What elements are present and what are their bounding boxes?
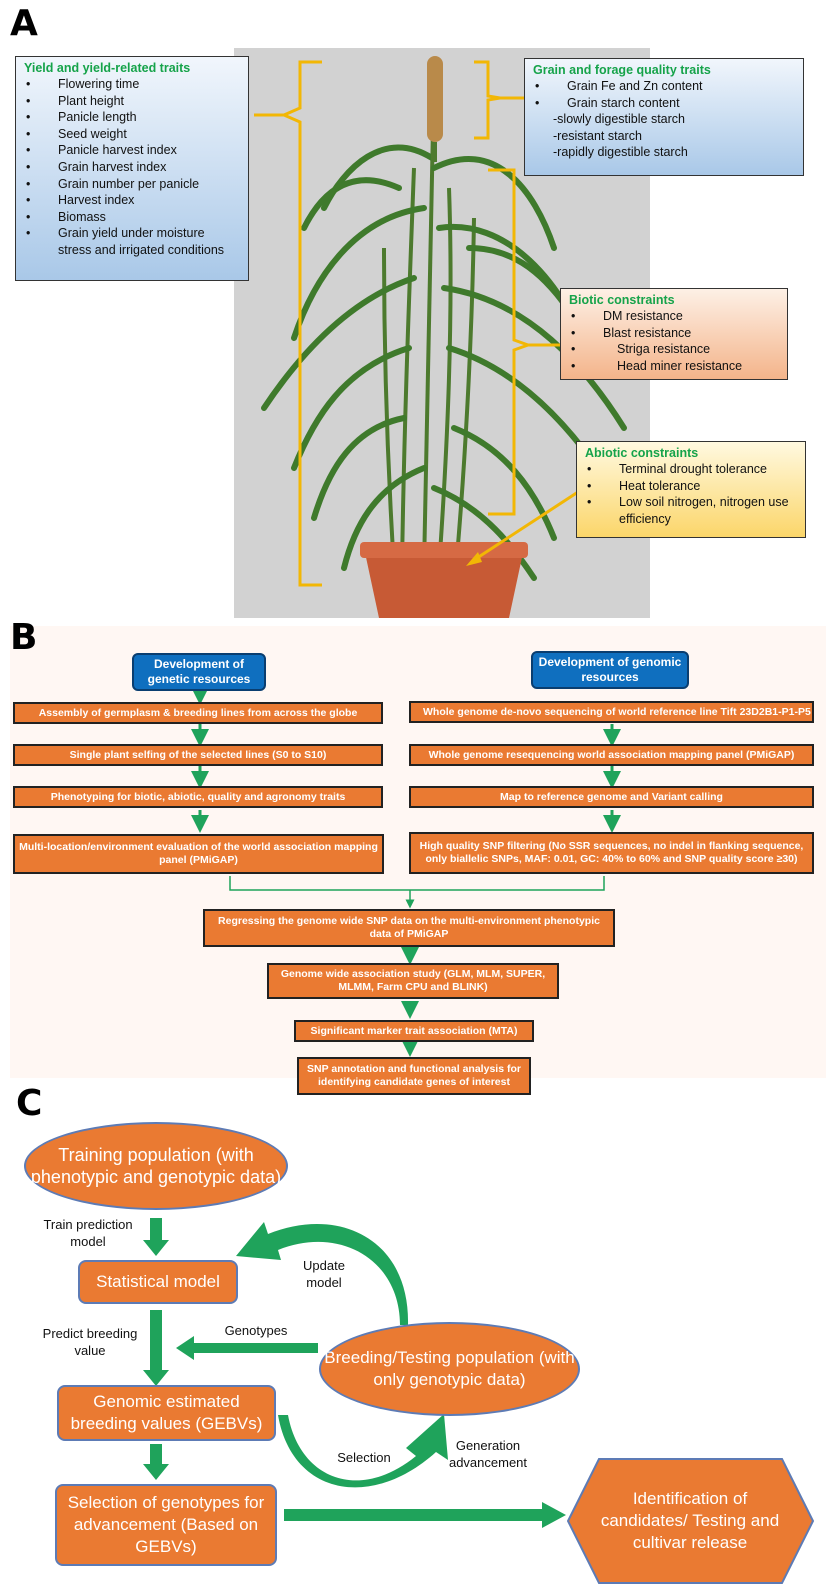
abiotic-constraints-box: Abiotic constraints Terminal drought tol… (576, 441, 806, 538)
statistical-model-box: Statistical model (78, 1260, 238, 1304)
genotypes-label: Genotypes (224, 1323, 288, 1338)
identification-hexagon (567, 1458, 815, 1584)
yield-traits-title: Yield and yield-related traits (24, 61, 191, 75)
merge-step-gwas: Genome wide association study (GLM, MLM,… (267, 963, 559, 999)
genomic-step-variant-calling: Map to reference genome and Variant call… (409, 786, 814, 808)
yield-trait-item: Panicle length (26, 109, 240, 126)
quality-subitem: -resistant starch (553, 128, 642, 143)
genotype-selection-box: Selection of genotypes for advancement (… (55, 1484, 277, 1566)
merge-step-mta: Significant marker trait association (MT… (294, 1020, 534, 1042)
genetic-resources-header: Development of genetic resources (132, 653, 266, 691)
quality-traits-title: Grain and forage quality traits (533, 63, 711, 77)
merge-step-annotation: SNP annotation and functional analysis f… (297, 1057, 531, 1095)
yield-trait-item: Biomass (26, 209, 240, 226)
genetic-step-selfing: Single plant selfing of the selected lin… (13, 744, 383, 766)
genomic-resources-header: Development of genomic resources (531, 651, 689, 689)
abiotic-item: Terminal drought tolerance (587, 461, 797, 478)
quality-traits-box: Grain and forage quality traits Grain Fe… (524, 58, 804, 176)
abiotic-title: Abiotic constraints (585, 446, 699, 460)
quality-subitem: -slowly digestible starch (553, 112, 685, 127)
panel-a-brackets (254, 60, 579, 587)
genomic-step-snp-filtering: High quality SNP filtering (No SSR seque… (409, 832, 814, 874)
gebv-box: Genomic estimated breeding values (GEBVs… (57, 1385, 276, 1441)
biotic-constraints-box: Biotic constraints DM resistance Blast r… (560, 288, 788, 380)
yield-trait-item: Panicle harvest index (26, 142, 240, 159)
genomic-step-resequencing: Whole genome resequencing world associat… (409, 744, 814, 766)
training-population-ellipse: Training population (with phenotypic and… (24, 1122, 288, 1210)
genetic-step-evaluation: Multi-location/environment evaluation of… (13, 834, 384, 874)
quality-trait-item: Grain Fe and Zn content (535, 78, 795, 95)
update-model-label: Update model (303, 1258, 345, 1290)
generation-advancement-label: Generation advancement (448, 1438, 528, 1470)
genomic-step-denovo: Whole genome de-novo sequencing of world… (409, 701, 814, 723)
yield-trait-item: Flowering time (26, 76, 240, 93)
panel-b-arrows (191, 684, 621, 1057)
yield-trait-item: Harvest index (26, 192, 240, 209)
yield-trait-item: Grain yield under moisture stress and ir… (26, 225, 240, 258)
biotic-item: DM resistance (571, 308, 779, 325)
yield-traits-box: Yield and yield-related traits Flowering… (15, 56, 249, 281)
panel-c-arrows (143, 1218, 566, 1528)
train-prediction-label: Train prediction model (43, 1217, 133, 1249)
quality-subitem: -rapidly digestible starch (553, 145, 688, 160)
merge-step-regression: Regressing the genome wide SNP data on t… (203, 909, 615, 947)
yield-trait-item: Grain number per panicle (26, 176, 240, 193)
identification-label: Identification of candidates/ Testing an… (600, 1489, 780, 1552)
panel-b-letter: B (10, 617, 38, 658)
biotic-item: Head miner resistance (571, 358, 779, 375)
biotic-item: Striga resistance (571, 341, 779, 358)
quality-trait-item: Grain starch content (535, 95, 795, 112)
panel-c-letter: C (16, 1083, 43, 1124)
genetic-step-phenotyping: Phenotyping for biotic, abiotic, quality… (13, 786, 383, 808)
yield-trait-item: Plant height (26, 93, 240, 110)
breeding-population-ellipse: Breeding/Testing population (with only g… (319, 1322, 580, 1416)
yield-trait-item: Seed weight (26, 126, 240, 143)
abiotic-item: Low soil nitrogen, nitrogen use efficien… (587, 494, 797, 527)
genetic-step-assembly: Assembly of germplasm & breeding lines f… (13, 702, 383, 724)
biotic-title: Biotic constraints (569, 293, 675, 307)
predict-breeding-label: Predict breeding value (42, 1326, 138, 1358)
yield-trait-item: Grain harvest index (26, 159, 240, 176)
biotic-item: Blast resistance (571, 325, 779, 342)
abiotic-item: Heat tolerance (587, 478, 797, 495)
selection-label: Selection (337, 1450, 391, 1465)
panel-a-letter: A (10, 3, 38, 44)
